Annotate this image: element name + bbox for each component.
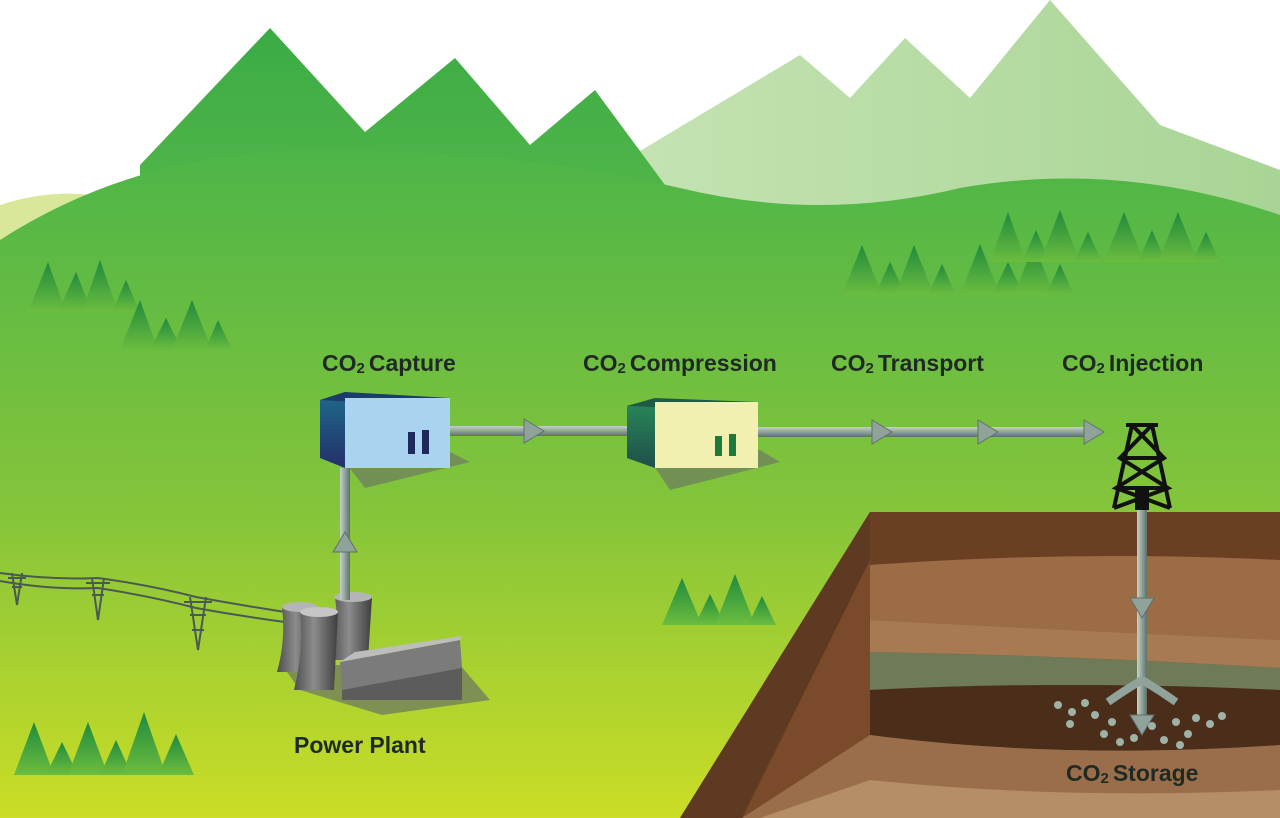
co2-compression-text: Compression [629, 350, 777, 376]
tree-icon [14, 210, 1220, 775]
injection-derrick-icon [1111, 423, 1173, 510]
co2-transport-prefix: CO2 [831, 350, 874, 377]
power-line-tower-icon [0, 572, 286, 651]
co2-transport-text: Transport [877, 350, 984, 376]
power-plant-icon [277, 592, 462, 700]
power-plant-text: Power Plant [294, 732, 426, 758]
capture-building-icon [320, 392, 450, 468]
co2-capture-text: Capture [368, 350, 456, 376]
co2-compression-prefix: CO2 [583, 350, 626, 377]
pipeline-arrow-icon [332, 418, 1179, 736]
co2-injection-text: Injection [1108, 350, 1204, 376]
underground-cutaway [680, 512, 1280, 818]
co2-bubble-icon [1054, 699, 1226, 749]
co2-injection-prefix: CO2 [1062, 350, 1105, 377]
label-power-plant: Power Plant [294, 732, 426, 759]
co2-capture-prefix: CO2 [322, 350, 365, 377]
co2-storage-prefix: CO2 [1066, 760, 1109, 787]
co2-storage-text: Storage [1112, 760, 1199, 786]
compression-building-icon [627, 398, 758, 468]
